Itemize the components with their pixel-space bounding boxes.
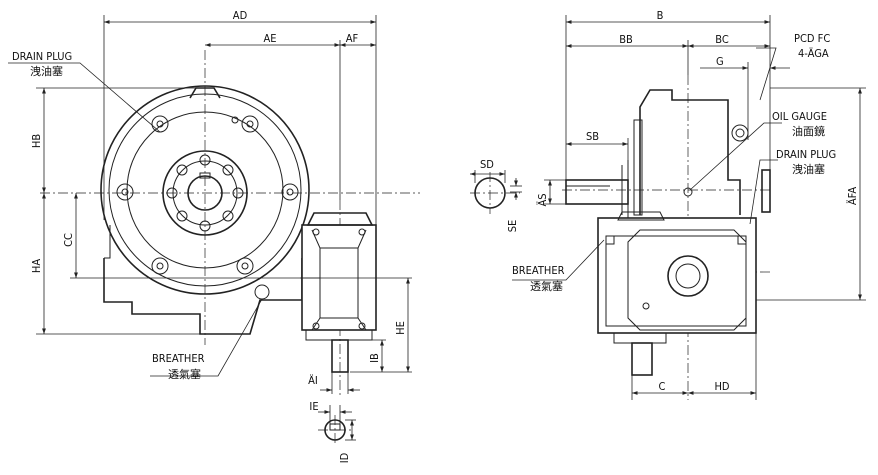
side-dimensions (470, 15, 866, 400)
housing-outer (100, 85, 310, 295)
shaft-end-circle (474, 177, 506, 209)
drain-plug-label-zh: 洩油塞 (30, 64, 63, 78)
dim-se: SE (506, 220, 519, 233)
dim-bc: BC (715, 33, 729, 46)
drain-plug-side-leader (749, 159, 778, 225)
dim-id: ID (338, 452, 351, 463)
output-flange (162, 150, 248, 236)
breather-leader (150, 298, 263, 377)
input-housing (301, 212, 377, 373)
dim-g: G (716, 55, 724, 68)
dim-ai: ÄI (308, 374, 318, 387)
pcd-label-2: 4-ÄGA (798, 47, 829, 60)
output-flange-side (633, 89, 771, 216)
dim-c: C (659, 380, 666, 393)
dim-ib: IB (368, 353, 381, 363)
dim-ae: AE (263, 32, 276, 45)
base-plate (103, 258, 303, 335)
breather-label: BREATHER (152, 352, 205, 365)
dim-sd: SD (480, 158, 494, 171)
input-shaft (331, 339, 349, 373)
output-bore (187, 175, 223, 211)
input-shaft-side (631, 342, 653, 376)
dim-hb: HB (30, 134, 43, 148)
oil-gauge-label: OIL GAUGE (772, 110, 827, 123)
dim-cc: CC (62, 233, 75, 247)
dim-as: ÄS (536, 193, 549, 206)
drain-plug-side-label: DRAIN PLUG (776, 148, 836, 161)
dim-bb: BB (619, 33, 633, 46)
flange-bolts (166, 154, 244, 232)
dim-ie: IE (309, 400, 318, 413)
bolt-bosses (116, 115, 299, 275)
drain-plug-side-label-zh: 洩油塞 (792, 162, 825, 176)
drain-plug-leader (8, 62, 161, 133)
oil-gauge-leader (689, 122, 782, 191)
dim-he: HE (394, 321, 407, 335)
dim-b: B (657, 9, 664, 22)
dim-ha: HA (30, 259, 43, 273)
breather-plug (254, 284, 270, 300)
front-dimensions (36, 15, 412, 441)
key-detail (318, 415, 352, 445)
input-housing-side (597, 211, 757, 376)
dim-af: AF (346, 32, 359, 45)
breather-side-label: BREATHER (512, 264, 565, 277)
drain-plug-label: DRAIN PLUG (12, 50, 72, 63)
pcd-leader (756, 47, 777, 101)
oil-gauge (731, 124, 749, 142)
dim-hd: HD (714, 380, 729, 393)
front-view: AD AE AF HB HA CC HE IB ÄI IE ID DRAIN P… (8, 9, 420, 463)
breather-label-zh: 透氣塞 (168, 367, 201, 381)
dim-afa: ÄFA (846, 187, 859, 205)
dim-ad: AD (233, 9, 248, 22)
breather-side-label-zh: 透氣塞 (530, 279, 563, 293)
breather-side-leader (512, 239, 605, 281)
pcd-label-1: PCD FC (794, 32, 830, 45)
dim-sb: SB (586, 130, 599, 143)
oil-gauge-label-zh: 油面鏡 (792, 124, 825, 138)
side-view: B BB BC G SB SD ÄS SE ÄFA C HD PCD FC 4-… (470, 9, 866, 400)
output-shaft-side (565, 160, 629, 218)
